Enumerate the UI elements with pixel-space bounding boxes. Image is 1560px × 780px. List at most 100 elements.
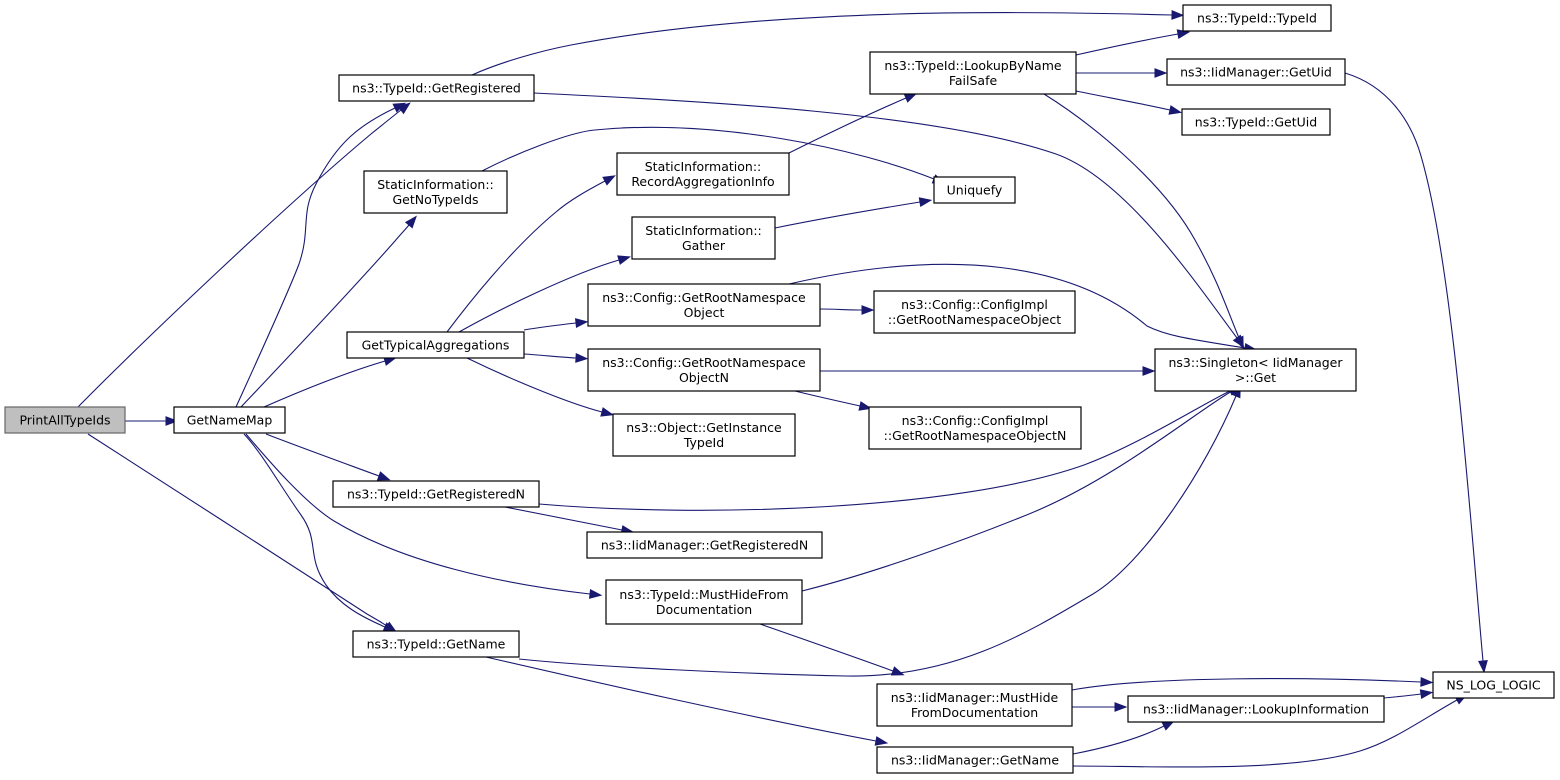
node-box [933, 176, 1016, 204]
node-label: GetNoTypeIds [392, 192, 478, 207]
node-rootns[interactable]: ns3::Config::GetRootNamespaceObject [587, 283, 821, 327]
node-nslog[interactable]: NS_LOG_LOGIC [1432, 671, 1555, 699]
node-label: Object [684, 305, 725, 320]
node-label: ns3::Config::ConfigImpl [902, 413, 1049, 428]
edge-gettypical-to-rootnsn [523, 353, 589, 363]
edge-line [245, 433, 591, 595]
edge-getnamemap-to-getnotypeids [240, 215, 417, 408]
node-label: TypeId [683, 435, 724, 450]
edge-lookup-to-singleton [1043, 93, 1244, 350]
edge-arrowhead [602, 175, 616, 186]
node-label: GetTypicalAggregations [362, 338, 510, 353]
node-gather[interactable]: StaticInformation::Gather [631, 216, 776, 260]
node-printall[interactable]: PrintAllTypeIds [4, 406, 126, 434]
node-box [173, 406, 286, 434]
edge-getnamemap-to-getname [243, 433, 397, 632]
edge-arrowhead [1154, 68, 1168, 78]
node-getregisteredn[interactable]: ns3::TypeId::GetRegisteredN [332, 480, 540, 508]
edge-arrowhead [903, 93, 918, 103]
node-rootnsn[interactable]: ns3::Config::GetRootNamespaceObjectN [587, 348, 821, 392]
node-box [1181, 108, 1331, 136]
edge-line [1383, 693, 1422, 699]
edge-line [788, 97, 907, 154]
edge-line [235, 107, 396, 408]
node-label: ns3::IidManager::LookupInformation [1143, 702, 1369, 717]
node-box [1127, 695, 1385, 723]
node-iidgetuid[interactable]: ns3::IidManager::GetUid [1166, 58, 1346, 86]
edge-printall-to-getname [87, 433, 398, 633]
node-box [612, 413, 796, 457]
node-iidmusthide[interactable]: ns3::IidManager::MustHideFromDocumentati… [876, 683, 1073, 727]
edge-gettypical-to-gather [458, 255, 631, 333]
edge-arrowhead [874, 736, 889, 746]
node-box [1432, 671, 1555, 699]
node-getname[interactable]: ns3::TypeId::GetName [352, 630, 520, 658]
node-iidlookupinfo[interactable]: ns3::IidManager::LookupInformation [1127, 695, 1385, 723]
edge-line [523, 353, 577, 359]
node-getnotypeids[interactable]: StaticInformation::GetNoTypeIds [363, 170, 508, 214]
node-label: ::GetRootNamespaceObjectN [884, 428, 1067, 443]
edge-line [466, 357, 603, 413]
node-label: PrintAllTypeIds [19, 413, 110, 428]
node-label: ns3::TypeId::TypeId [1197, 11, 1317, 26]
edge-getregisteredn-to-iidregn [504, 506, 635, 535]
node-typeidgetuid[interactable]: ns3::TypeId::GetUid [1181, 108, 1331, 136]
edge-printall-to-getregistered [77, 102, 411, 408]
node-label: ns3::IidManager::MustHide [891, 690, 1059, 705]
node-singleton[interactable]: ns3::Singleton< IidManager>::Get [1154, 348, 1357, 392]
edge-iidlookupinfo-to-nslog [1383, 689, 1434, 699]
node-box [4, 406, 126, 434]
node-iidregn[interactable]: ns3::IidManager::GetRegisteredN [586, 531, 823, 559]
node-box [616, 152, 790, 196]
edge-line [1072, 699, 1458, 768]
edge-line [504, 506, 623, 531]
edge-line [471, 11, 1173, 76]
edge-getnamemap-to-getregisteredn [265, 433, 391, 481]
node-label: StaticInformation:: [645, 223, 762, 238]
node-box [586, 531, 823, 559]
edge-line [263, 360, 386, 408]
node-getregistered[interactable]: ns3::TypeId::GetRegistered [338, 74, 535, 102]
node-uniquefy[interactable]: Uniquefy [933, 176, 1016, 204]
node-box [1166, 58, 1346, 86]
node-implroot[interactable]: ns3::Config::ConfigImpl::GetRootNamespac… [873, 290, 1076, 334]
edge-getnamemap-to-gettypical [263, 356, 397, 408]
edge-arrowhead [1142, 366, 1156, 376]
edge-arrowhead [392, 102, 407, 113]
node-label: GetNameMap [187, 413, 273, 428]
node-box [876, 683, 1073, 727]
edge-recordagg-to-lookup [788, 93, 918, 154]
edge-musthide-to-iidmusthide [759, 623, 905, 676]
edge-rootns-to-implroot [819, 305, 875, 315]
node-label: ns3::Config::GetRootNamespace [602, 355, 806, 370]
edge-line [485, 656, 877, 742]
edge-line [458, 259, 620, 333]
edge-arrowhead [404, 215, 417, 229]
node-getnamemap[interactable]: GetNameMap [173, 406, 286, 434]
node-label: ns3::TypeId::MustHideFrom [619, 587, 788, 602]
node-label: Documentation [656, 602, 752, 617]
edge-line [87, 433, 388, 627]
edge-arrowhead [1114, 702, 1128, 712]
node-label: ::GetRootNamespaceObject [888, 312, 1061, 327]
node-box [587, 348, 821, 392]
edge-arrowhead [858, 401, 873, 411]
edge-arrowhead [918, 197, 933, 207]
edge-iidgetuid-to-nslog [1344, 72, 1488, 674]
node-box [873, 290, 1076, 334]
node-typeidctor[interactable]: ns3::TypeId::TypeId [1182, 4, 1332, 32]
node-recordagg[interactable]: StaticInformation::RecordAggregationInfo [616, 152, 790, 196]
node-label: ns3::TypeId::GetRegistered [352, 81, 521, 96]
node-box [869, 51, 1077, 95]
node-implrootn[interactable]: ns3::Config::ConfigImpl::GetRootNamespac… [868, 406, 1082, 450]
edge-getnamemap-to-musthide [245, 433, 603, 599]
node-label: ns3::TypeId::LookupByName [884, 58, 1061, 73]
node-gettypical[interactable]: GetTypicalAggregations [346, 331, 525, 359]
edge-line [1075, 33, 1179, 56]
node-iidgetname[interactable]: ns3::IidManager::GetName [876, 746, 1074, 774]
edge-gettypical-to-rootns [523, 318, 589, 331]
node-label: StaticInformation:: [645, 159, 762, 174]
